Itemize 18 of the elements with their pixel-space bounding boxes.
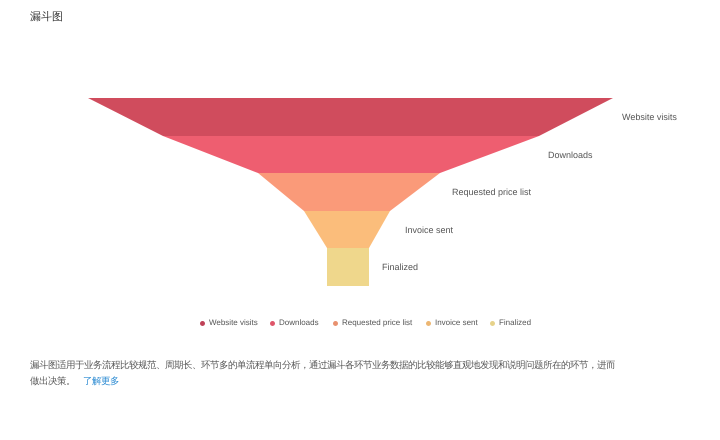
legend-label: Finalized bbox=[499, 318, 532, 328]
learn-more-link: 了解更多 bbox=[83, 375, 119, 386]
funnel-segment bbox=[88, 98, 613, 136]
description-paragraph: 漏斗图适用于业务流程比较规范、周期长、环节多的单流程单向分析，通过漏斗各环节业务数据的比较能够直观地发现和说明问题所在的环节，进而做出决策。 了解更多 bbox=[30, 358, 616, 388]
legend-label: Requested price list bbox=[342, 318, 412, 328]
segment-label: Finalized bbox=[382, 261, 418, 273]
segment-label: Downloads bbox=[548, 148, 593, 160]
funnel-segment bbox=[258, 173, 440, 211]
legend-label: Website visits bbox=[209, 318, 258, 328]
funnel-segment bbox=[327, 248, 369, 286]
legend-label: Downloads bbox=[279, 318, 319, 328]
chart-title: 漏斗图 bbox=[30, 10, 63, 24]
legend-label: Invoice sent bbox=[435, 318, 478, 328]
segment-label: Requested price list bbox=[452, 186, 532, 198]
funnel-segment bbox=[304, 211, 390, 248]
funnel-segment bbox=[163, 136, 539, 173]
segment-label: Invoice sent bbox=[405, 224, 454, 236]
segment-label: Website visits bbox=[622, 111, 677, 123]
